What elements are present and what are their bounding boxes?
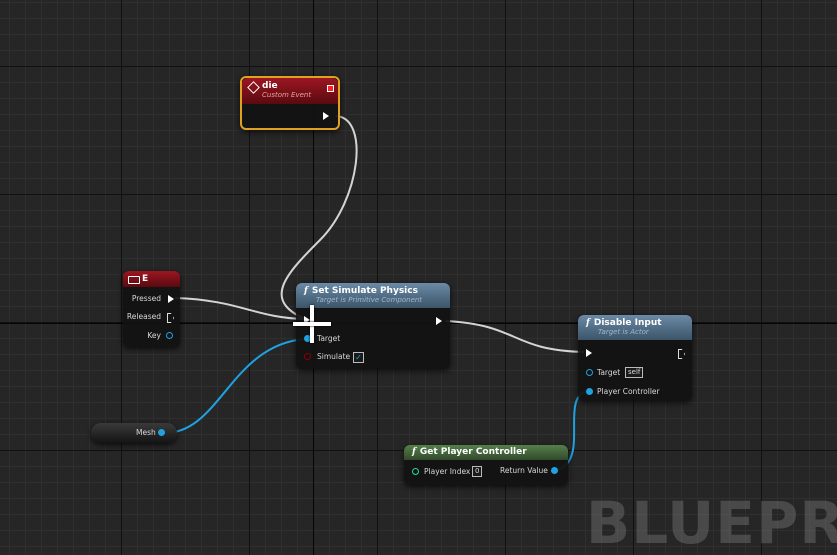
key-event-header: E [123, 271, 180, 287]
set-physics-exec-in[interactable] [304, 316, 310, 324]
disable-input-exec-in[interactable] [586, 349, 592, 357]
delegate-pin[interactable] [327, 85, 334, 92]
mesh-variable-label: Mesh [136, 428, 156, 437]
set-simulate-physics-subtitle: Target is Primitive Component [316, 296, 423, 304]
disable-input-exec-out[interactable] [678, 349, 685, 359]
disable-input-target-label: Target [597, 368, 621, 377]
disable-input-controller-label: Player Controller [597, 387, 660, 396]
set-simulate-physics-title: Set Simulate Physics [311, 286, 418, 296]
player-index-pin[interactable] [412, 468, 419, 475]
crosshair-cursor [293, 305, 331, 343]
released-label: Released [126, 312, 161, 321]
set-physics-simulate-pin[interactable] [304, 353, 311, 360]
key-event-title: E [142, 274, 149, 284]
return-value-label: Return Value [500, 466, 548, 475]
exec-wire-setphysics-to-disableinput [445, 320, 585, 353]
key-label: Key [147, 331, 161, 340]
mesh-variable-node[interactable]: Mesh [91, 423, 177, 443]
custom-event-header: die Custom Event [242, 78, 338, 104]
custom-event-node[interactable]: die Custom Event [240, 76, 340, 130]
custom-event-exec-out[interactable] [323, 112, 329, 120]
object-wire-mesh-to-target [162, 338, 306, 435]
set-physics-simulate-label: Simulate [317, 352, 351, 361]
blueprint-watermark: BLUEPRINT [586, 489, 837, 555]
get-player-controller-title: Get Player Controller [419, 447, 527, 457]
simulate-checkbox[interactable]: ✓ [353, 352, 364, 363]
set-physics-exec-out[interactable] [436, 317, 442, 325]
custom-event-title: die [262, 81, 278, 91]
function-icon: f [412, 447, 416, 457]
function-icon: f [586, 318, 590, 328]
disable-input-subtitle: Target is Actor [598, 328, 649, 336]
pressed-exec-out[interactable] [168, 295, 174, 303]
player-index-label: Player Index [424, 467, 471, 476]
diamond-icon [247, 81, 260, 94]
return-value-pin[interactable] [551, 467, 558, 474]
pressed-label: Pressed [131, 294, 161, 303]
mesh-variable-out-pin[interactable] [158, 429, 165, 436]
key-struct-out[interactable] [166, 332, 173, 339]
custom-event-subtitle: Custom Event [262, 91, 312, 99]
disable-input-title: Disable Input [593, 318, 662, 328]
disable-input-target-pin[interactable] [586, 369, 593, 376]
set-physics-target-pin[interactable] [304, 335, 311, 342]
exec-wire-pressed-to-setphysics [174, 297, 306, 320]
released-exec-out[interactable] [167, 313, 174, 323]
key-event-node[interactable]: E Pressed Released Key [123, 271, 180, 347]
disable-input-target-self[interactable]: self [625, 367, 644, 378]
set-physics-target-label: Target [317, 334, 341, 343]
disable-input-controller-pin[interactable] [586, 388, 593, 395]
keyboard-icon [128, 276, 140, 284]
player-index-input[interactable]: 0 [472, 466, 483, 477]
function-icon: f [304, 286, 308, 296]
